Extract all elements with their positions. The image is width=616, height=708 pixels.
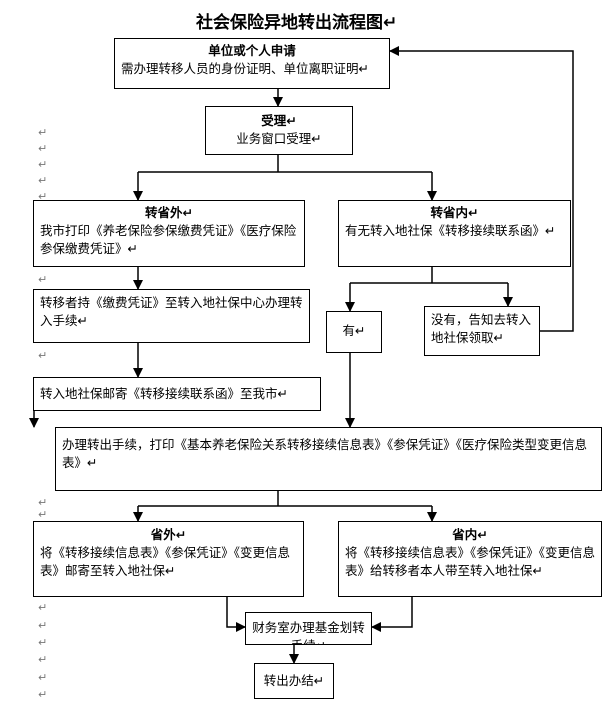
step-accept-box: 受理↵ 业务窗口受理↵ bbox=[205, 106, 353, 155]
paragraph-mark: ↵ bbox=[38, 508, 48, 521]
paragraph-mark: ↵ bbox=[38, 174, 48, 187]
paragraph-mark: ↵ bbox=[38, 190, 48, 203]
arrow-final-out-to-finance bbox=[226, 597, 246, 632]
step-finance-box: 财务室办理基金划转手续↵ bbox=[245, 612, 372, 645]
branch-in-province-box: 转省内↵ 有无转入地社保《转移接续联系函》↵ bbox=[338, 200, 571, 267]
option-no-text: 没有，告知去转入地社保领取↵ bbox=[431, 312, 532, 345]
paragraph-mark: ↵ bbox=[38, 142, 48, 155]
paragraph-mark: ↵ bbox=[38, 126, 48, 139]
step-apply-heading: 单位或个人申请 bbox=[208, 43, 296, 58]
page-title: 社会保险异地转出流程图↵ bbox=[196, 13, 398, 33]
paragraph-mark: ↵ bbox=[38, 601, 48, 614]
paragraph-mark: ↵ bbox=[38, 619, 48, 632]
step-accept-text: 业务窗口受理↵ bbox=[236, 131, 322, 146]
option-no-box: 没有，告知去转入地社保领取↵ bbox=[424, 306, 540, 356]
step-accept-heading: 受理↵ bbox=[261, 113, 297, 128]
option-yes-box: 有↵ bbox=[326, 311, 382, 353]
paragraph-mark: ↵ bbox=[38, 273, 48, 286]
final-in-province-heading: 省内↵ bbox=[452, 527, 488, 542]
branch-in-province-heading: 转省内↵ bbox=[430, 205, 479, 220]
paragraph-mark: ↵ bbox=[38, 688, 48, 701]
paragraph-mark: ↵ bbox=[38, 158, 48, 171]
step-done-text: 转出办结↵ bbox=[263, 673, 325, 688]
step-apply-box: 单位或个人申请 需办理转移人员的身份证明、单位离职证明↵ bbox=[114, 38, 390, 89]
branch-out-province-box: 转省外↵ 我市打印《养老保险参保缴费凭证》《医疗保险参保缴费凭证》↵ bbox=[33, 200, 305, 267]
paragraph-mark: ↵ bbox=[38, 671, 48, 684]
final-in-province-text: 将《转移接续信息表》《参保凭证》《变更信息表》给转移者本人带至转入地社保↵ bbox=[345, 545, 596, 578]
branch-out-province-heading: 转省外↵ bbox=[145, 205, 193, 220]
arrow-final-in-to-finance bbox=[371, 597, 413, 632]
paragraph-mark: ↵ bbox=[38, 496, 48, 509]
step-transfer-hold-box: 转移者持《缴费凭证》至转入地社保中心办理转入手续↵ bbox=[33, 289, 310, 343]
step-finance-text: 财务室办理基金划转手续↵ bbox=[252, 620, 365, 644]
branch-out-province-text: 我市打印《养老保险参保缴费凭证》《医疗保险参保缴费凭证》↵ bbox=[40, 223, 297, 256]
final-out-province-heading: 省外↵ bbox=[150, 527, 187, 542]
step-done-box: 转出办结↵ bbox=[254, 663, 334, 699]
step-apply-text: 需办理转移人员的身份证明、单位离职证明↵ bbox=[121, 61, 369, 76]
branch-in-province-text: 有无转入地社保《转移接续联系函》↵ bbox=[345, 223, 556, 238]
step-handle-out-box: 办理转出手续，打印《基本养老保险关系转移接续信息表》《参保凭证》《医疗保险类型变… bbox=[55, 427, 602, 491]
paragraph-mark: ↵ bbox=[38, 653, 48, 666]
paragraph-mark: ↵ bbox=[38, 349, 48, 362]
final-out-province-text: 将《转移接续信息表》《参保凭证》《变更信息表》邮寄至转入地社保↵ bbox=[40, 545, 291, 578]
final-in-province-box: 省内↵ 将《转移接续信息表》《参保凭证》《变更信息表》给转移者本人带至转入地社保… bbox=[338, 521, 602, 597]
final-out-province-box: 省外↵ 将《转移接续信息表》《参保凭证》《变更信息表》邮寄至转入地社保↵ bbox=[33, 521, 304, 597]
arrow-no-loop-back bbox=[389, 46, 574, 332]
step-mail-letter-box: 转入地社保邮寄《转移接续联系函》至我市↵ bbox=[33, 377, 321, 411]
option-yes-text: 有↵ bbox=[342, 323, 366, 338]
step-mail-letter-text: 转入地社保邮寄《转移接续联系函》至我市↵ bbox=[40, 386, 288, 401]
paragraph-mark: ↵ bbox=[38, 636, 48, 649]
step-handle-out-text: 办理转出手续，打印《基本养老保险关系转移接续信息表》《参保凭证》《医疗保险类型变… bbox=[62, 437, 588, 470]
step-transfer-hold-text: 转移者持《缴费凭证》至转入地社保中心办理转入手续↵ bbox=[40, 295, 303, 328]
